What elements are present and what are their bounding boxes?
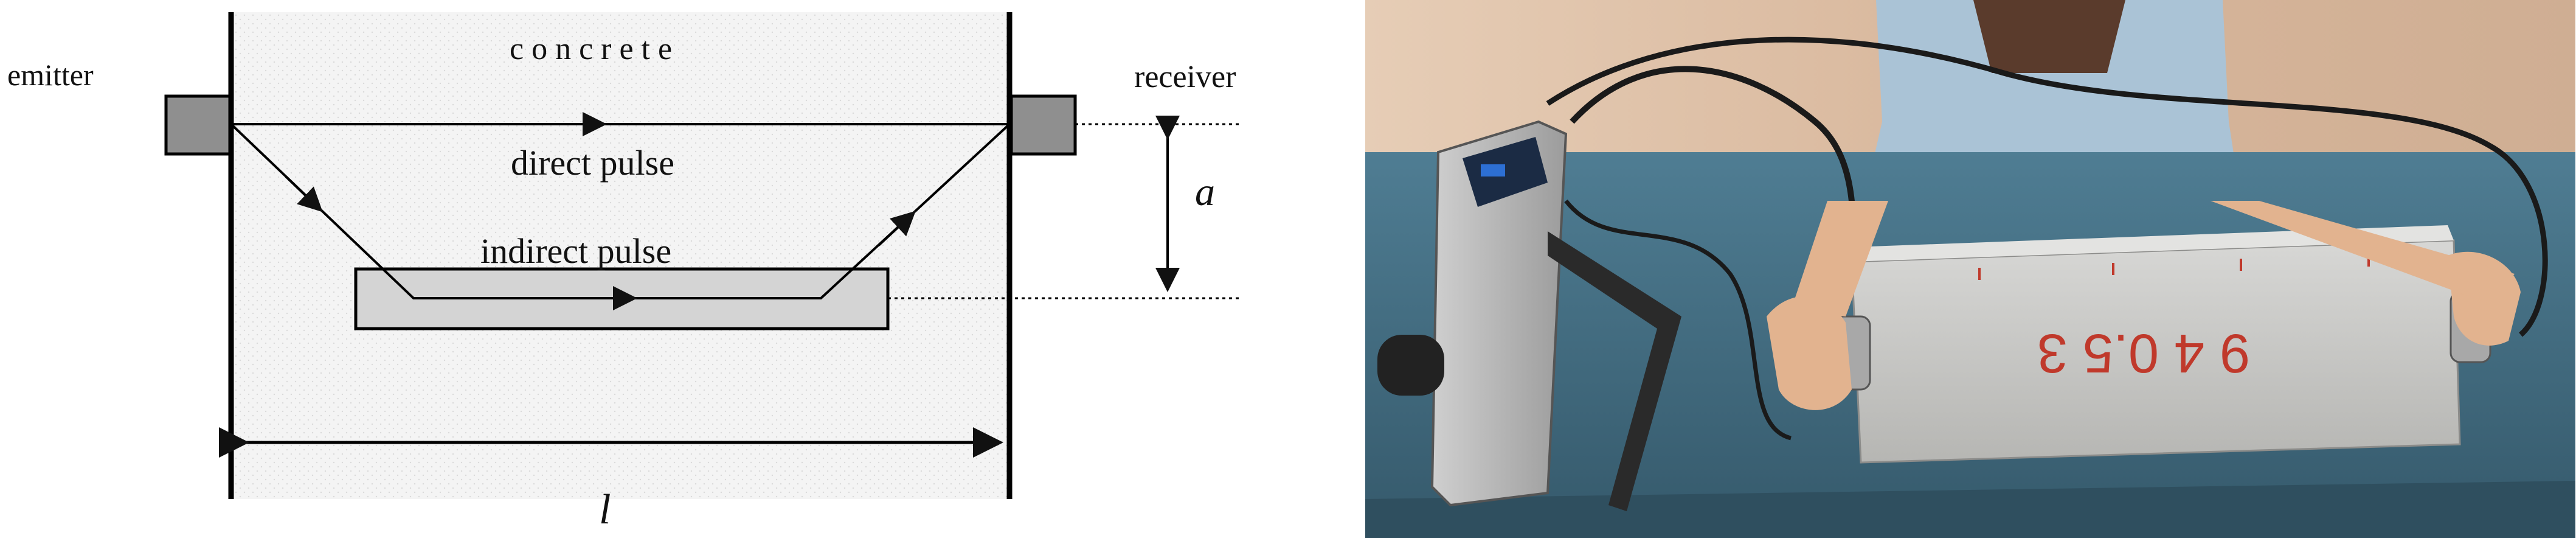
concrete-label: c o n c r e t e [510,32,672,66]
device-stand [1548,231,1681,511]
indirect-down-arrow [285,175,323,212]
length-symbol-label: l [599,486,611,533]
table-front-edge [1365,481,2575,538]
cable-extra [1564,199,1792,441]
left-hand [1767,296,1852,410]
depth-symbol-label: a [1195,170,1215,214]
indirect-up-arrow [878,211,916,246]
receiver-transducer [1009,94,1077,156]
emitter-transducer [164,94,232,156]
left-arm [1791,201,1888,316]
test-setup-photo: 9 4 0.5 3 [1365,0,2575,538]
person-hair [1973,0,2125,73]
direct-pulse-label: direct pulse [511,143,674,183]
receiver-label: receiver [1134,60,1236,94]
indirect-pulse-label: indirect pulse [480,231,671,271]
emitter-label: emitter [7,58,94,92]
person-shirt [1864,0,2241,201]
cable-receiver [1546,37,2548,337]
right-arm [2211,201,2515,304]
device-screen-glow [1481,164,1505,176]
ultrasonic-device [1430,120,1568,507]
concrete-body [231,12,1009,499]
specimen-markings: 9 4 0.5 3 [2037,323,2250,383]
ultrasonic-pulse-diagram: emitter receiver c o n c r e t e direct … [7,12,1241,533]
device-knob [1377,335,1444,396]
